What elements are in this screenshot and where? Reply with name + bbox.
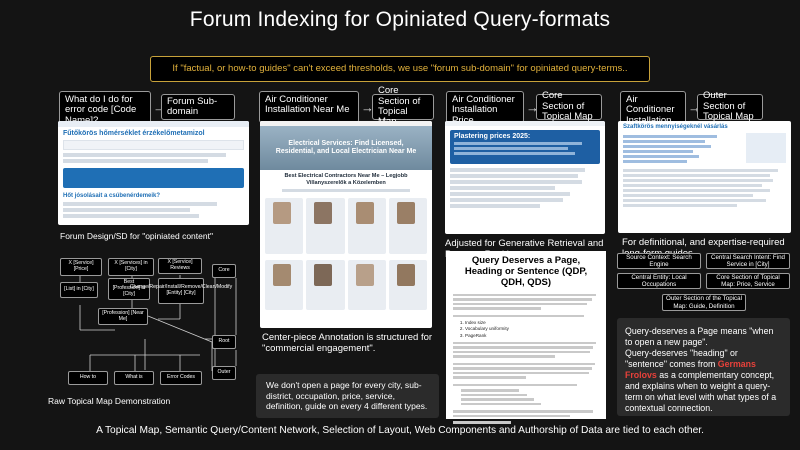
flow-3-target-text: Core Section of Topical Map: [542, 90, 593, 123]
doc-title-query: Query: [471, 255, 500, 266]
flow-4-target-box: Outer Section of Topical Map: [697, 90, 763, 123]
doc-list-item: PageRank: [465, 333, 599, 339]
forum-screenshot: Fűtőkörös hőmérséklet érzékelőmetamizol …: [58, 121, 249, 225]
node-profession-near-me: [Profession] [Near Me]: [98, 308, 148, 325]
qdp-document: Query Deserves a Page, Heading or Senten…: [446, 251, 606, 424]
center-sub-text: Best Electrical Contractors Near Me – Le…: [284, 173, 408, 186]
forum-caption: Forum Design/SD for "opiniated content": [60, 231, 213, 241]
doc-list-item: Vocabulary uniformity: [465, 326, 599, 332]
flow-2-target-box: Core Section of Topical Map: [372, 85, 434, 127]
flow-3-query-box: Air Conditioner Installation Price: [446, 91, 524, 126]
price-screenshot: Plastering prices 2025:: [445, 121, 605, 234]
node-x-reviews: X [Service] Reviews: [158, 258, 202, 274]
entity-core-section: Core Section of Topical Map: Price, Serv…: [706, 273, 790, 289]
center-caption: Center-piece Annotation is structured fo…: [262, 332, 433, 355]
forum-heading: Fűtőkörös hőmérséklet érzékelőmetamizol: [63, 130, 205, 137]
doc-list-item: Index size: [465, 320, 599, 326]
explanation-p2-pre: Query-deserves "heading" or "sentence" c…: [625, 347, 738, 369]
node-core: Core: [212, 264, 236, 278]
flow-1-query-text: What do I do for error code [Code Name]?: [65, 94, 137, 125]
explanation-p1: Query-deserves a Page means "when to ope…: [625, 326, 774, 347]
notice-text: We don't open a page for every city, sub…: [266, 380, 428, 412]
flow-1-target-text: Forum Sub-domain: [167, 95, 218, 117]
threshold-banner: If "factual, or how-to guides" can't exc…: [150, 56, 650, 82]
flow-4-target-text: Outer Section of Topical Map: [703, 90, 754, 123]
flow-2-query-box: Air Conditioner Installation Near Me: [259, 91, 359, 123]
doc-criteria-list: Index size Vocabulary uniformity PageRan…: [465, 320, 599, 339]
explanation-p2-post: as a complementary concept, and explains…: [625, 369, 777, 413]
price-heading: Plastering prices 2025:: [454, 133, 531, 140]
center-hero-text: Electrical Services: Find Licensed, Resi…: [275, 139, 417, 155]
author-name: Germans Frolovs: [625, 358, 756, 380]
node-change-repair: Change/Repair/Install/Remove/Clean/Modif…: [130, 278, 232, 304]
forum-heading-2: Hőt jósolásait a csúbenérdemeik?: [63, 193, 161, 199]
notice-box: We don't open a page for every city, sub…: [256, 374, 439, 418]
guide-screenshot: Szaftkörös mennyiségeknél vásárlás: [618, 121, 791, 233]
node-how-to: How to: [68, 371, 108, 385]
node-outer: Outer: [212, 366, 236, 380]
doc-title-mid: Deserves a: [499, 255, 555, 266]
center-piece-screenshot: Electrical Services: Find Licensed, Resi…: [260, 121, 432, 328]
node-x-city: X [Services] in [City]: [108, 258, 154, 276]
node-error-codes: Error Codes: [160, 371, 202, 385]
entity-outer-section: Outer Section of the Topical Map: Guide,…: [662, 294, 746, 311]
node-what-is: What is: [114, 371, 154, 385]
explanation-box: Query-deserves a Page means "when to ope…: [617, 318, 790, 416]
arrow-right-icon: →: [361, 100, 374, 115]
explanation-p2: Query-deserves "heading" or "sentence" c…: [625, 348, 782, 414]
flow-3-query-text: Air Conditioner Installation Price: [452, 94, 515, 125]
doc-title-rest: , Heading or Sentence (QDP, QDH, QDS): [464, 255, 588, 288]
flow-2-query-text: Air Conditioner Installation Near Me: [265, 94, 350, 116]
raw-map-right-connectors: [147, 278, 237, 371]
arrow-right-icon: →: [526, 100, 539, 115]
entity-source-context: Source Context: Search Engine: [617, 253, 701, 269]
footer-text: A Topical Map, Semantic Query/Content Ne…: [96, 425, 704, 436]
doc-title-page: Page: [554, 255, 578, 266]
entity-central-search-intent: Central Search Intent: Find Service in […: [706, 253, 790, 269]
page-title: Forum Indexing for Opiniated Query-forma…: [189, 8, 611, 31]
node-best-profession: Best [Profession] in [City]: [108, 278, 150, 300]
flow-1-target-box: Forum Sub-domain: [161, 94, 235, 120]
node-root: Root: [212, 335, 236, 349]
entity-central-entity: Central Entity: Local Occupations: [617, 273, 701, 289]
node-list-city: [List] in [City]: [60, 282, 98, 298]
guide-heading: Szaftkörös mennyiségeknél vásárlás: [623, 124, 728, 130]
node-x-price: X [Service] [Price]: [60, 258, 102, 276]
doc-title: Query Deserves a Page, Heading or Senten…: [453, 255, 599, 289]
flow-3-target-box: Core Section of Topical Map: [536, 90, 602, 123]
raw-map-caption: Raw Topical Map Demonstration: [48, 396, 171, 406]
